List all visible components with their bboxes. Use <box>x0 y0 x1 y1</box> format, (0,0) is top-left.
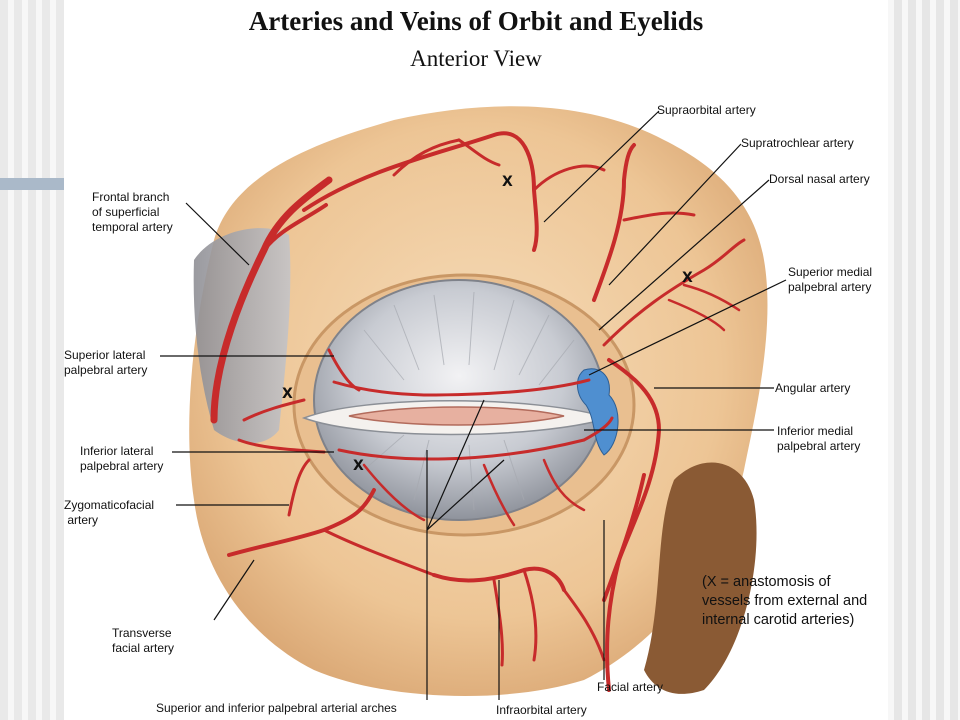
label-supraorbital-artery: Supraorbital artery <box>657 103 756 117</box>
eyeball <box>313 279 605 521</box>
anastomosis-legend: (X = anastomosis of vessels from externa… <box>702 574 868 628</box>
label-frontal-branch-temporal-artery: Frontal branch of superficial temporal a… <box>92 190 173 234</box>
slide-accent-bar <box>0 178 64 190</box>
label-facial-artery: Facial artery <box>597 680 664 694</box>
label-infraorbital-artery: Infraorbital artery <box>496 703 587 717</box>
label-superior-medial-palpebral-artery: Superior medial palpebral artery <box>788 265 873 294</box>
orbit-illustration <box>160 106 787 700</box>
label-zygomaticofacial-artery: Zygomaticofacial artery <box>64 498 155 527</box>
nasal-shadow <box>644 462 757 694</box>
slide-right-decoration <box>888 0 960 720</box>
label-transverse-facial-artery: Transverse facial artery <box>112 626 175 655</box>
label-inferior-lateral-palpebral-artery: Inferior lateral palpebral artery <box>80 444 164 473</box>
anastomosis-marker: X <box>682 270 693 286</box>
lacrimal-vein <box>577 368 619 456</box>
label-superior-lateral-palpebral-artery: Superior lateral palpebral artery <box>64 348 148 377</box>
slide-canvas: Arteries and Veins of Orbit and Eyelids … <box>64 0 888 720</box>
anastomosis-marker: X <box>282 386 293 402</box>
diagram-subtitle: Anterior View <box>410 46 542 71</box>
diagram-title: Arteries and Veins of Orbit and Eyelids <box>248 6 704 36</box>
anastomosis-marker: X <box>502 174 513 190</box>
slide-left-decoration <box>0 0 64 720</box>
label-palpebral-arterial-arches: Superior and inferior palpebral arterial… <box>156 701 397 715</box>
label-dorsal-nasal-artery: Dorsal nasal artery <box>769 172 870 186</box>
label-inferior-medial-palpebral-artery: Inferior medial palpebral artery <box>777 424 861 453</box>
label-supratrochlear-artery: Supratrochlear artery <box>741 136 854 150</box>
anastomosis-marker: X <box>353 458 364 474</box>
label-angular-artery: Angular artery <box>775 381 851 395</box>
